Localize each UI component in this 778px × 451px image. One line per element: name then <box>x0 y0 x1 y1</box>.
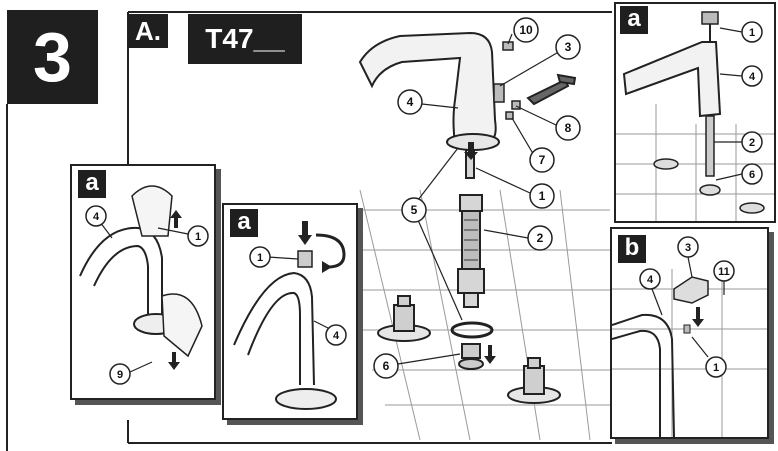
inset-panel-middle-a: a 1 4 <box>222 203 358 420</box>
callout-1: 1 <box>749 27 755 39</box>
callout-2: 2 <box>749 137 755 149</box>
cartridge-drawing <box>457 149 485 308</box>
callout-3: 3 <box>685 242 691 254</box>
callout-5: 5 <box>411 203 418 217</box>
callout-4: 4 <box>647 274 654 286</box>
cartridge-hatch <box>464 219 478 261</box>
arrow-down-icon <box>464 142 496 364</box>
callout-2: 2 <box>537 231 544 245</box>
callout-6: 6 <box>749 169 755 181</box>
panel-letter-top-right: a <box>620 6 648 34</box>
callout-10: 10 <box>519 23 533 37</box>
valve-right-drawing <box>507 357 561 404</box>
callout-4: 4 <box>407 95 414 109</box>
drain-nut-drawing <box>458 343 484 370</box>
callout-1: 1 <box>713 362 719 374</box>
arrow-down-icon <box>168 352 180 370</box>
top-right-a-illustration: 1 4 2 6 <box>616 11 774 221</box>
callout-4: 4 <box>93 211 100 223</box>
callout-3: 3 <box>565 40 572 54</box>
callout-1: 1 <box>195 231 201 243</box>
section-label: A. <box>128 14 168 48</box>
o-ring-drawing <box>450 321 494 339</box>
step-number-badge: 3 <box>7 10 98 104</box>
valve-left-drawing <box>377 295 431 342</box>
leader-lines <box>397 33 563 365</box>
arrow-down-icon <box>692 307 704 327</box>
small-parts-drawing <box>493 41 521 120</box>
callouts-main <box>373 17 581 379</box>
bottom-right-b-illustration: 3 4 11 1 <box>612 236 767 437</box>
inset-panel-left-a: a 4 1 9 <box>70 164 216 400</box>
rotate-arrow-icon <box>315 233 346 269</box>
inset-panel-top-right-a: a 1 4 2 6 <box>614 2 776 223</box>
arrow-down-icon <box>298 221 312 245</box>
callout-7: 7 <box>539 153 546 167</box>
arrow-up-icon <box>170 210 182 228</box>
faucet-spout-drawing <box>358 31 500 151</box>
callout-1: 1 <box>257 252 263 264</box>
panel-letter-middle: a <box>230 209 258 237</box>
callout-8: 8 <box>565 121 572 135</box>
inset-panel-bottom-right-b: b 3 4 11 1 <box>610 227 769 439</box>
middle-a-illustration: 1 4 <box>233 221 347 410</box>
callout-4: 4 <box>749 71 756 83</box>
callout-4: 4 <box>333 330 340 342</box>
model-label: T47__ <box>188 14 302 64</box>
allen-key-drawing <box>526 73 577 106</box>
left-a-illustration: 4 1 9 <box>79 185 209 385</box>
panel-letter-bottom-right: b <box>618 235 646 263</box>
panel-letter-left: a <box>78 170 106 198</box>
callout-9: 9 <box>117 369 123 381</box>
callout-1: 1 <box>539 189 546 203</box>
callout-11: 11 <box>718 266 730 278</box>
callout-6: 6 <box>383 359 390 373</box>
